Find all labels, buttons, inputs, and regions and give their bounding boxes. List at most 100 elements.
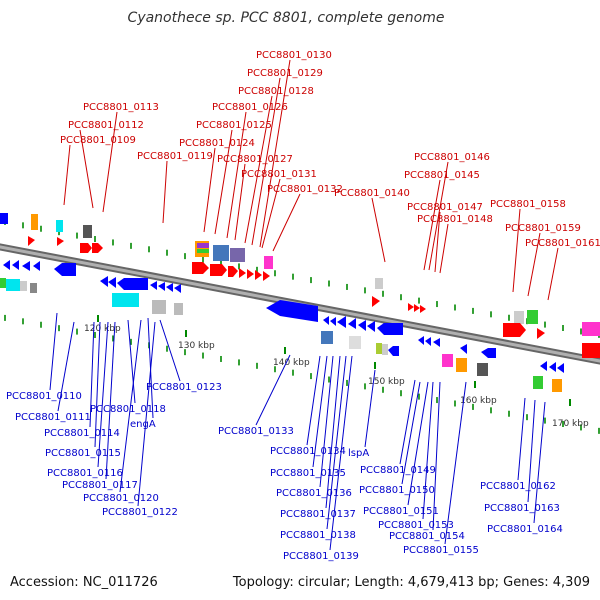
gene-label-top[interactable]: PCC8801_0130 xyxy=(256,50,332,61)
gene-label-bottom[interactable]: PCC8801_0110 xyxy=(6,391,82,402)
gene-forward[interactable] xyxy=(372,296,380,307)
gene-misc[interactable] xyxy=(442,354,453,367)
gene-reverse[interactable] xyxy=(3,260,10,270)
gene-reverse[interactable] xyxy=(54,263,76,276)
gene-misc[interactable] xyxy=(477,363,488,376)
gene-label-top[interactable]: PCC8801_0125 xyxy=(196,120,272,131)
gene-misc[interactable] xyxy=(31,214,38,230)
gene-label-bottom[interactable]: PCC8801_0118 xyxy=(90,404,166,415)
gene-forward[interactable] xyxy=(210,264,227,276)
gene-label-top[interactable]: PCC8801_0124 xyxy=(179,138,255,149)
gene-label-bottom[interactable]: PCC8801_0117 xyxy=(62,480,138,491)
gene-label-bottom[interactable]: PCC8801_0111 xyxy=(15,412,91,423)
gene-misc[interactable] xyxy=(197,243,209,248)
gene-reverse[interactable] xyxy=(540,361,547,371)
gene-reverse[interactable] xyxy=(117,278,148,290)
gene-label-top[interactable]: PCC8801_0161 xyxy=(525,238,600,249)
gene-label-bottom[interactable]: PCC8801_0122 xyxy=(102,507,178,518)
gene-label-bottom[interactable]: PCC8801_0153 xyxy=(378,520,454,531)
gene-label-bottom[interactable]: PCC8801_0115 xyxy=(45,448,121,459)
gene-reverse[interactable] xyxy=(348,318,356,329)
gene-misc[interactable] xyxy=(533,376,543,389)
gene-misc[interactable] xyxy=(112,293,139,307)
gene-reverse[interactable] xyxy=(425,337,431,346)
gene-label-bottom[interactable]: PCC8801_0133 xyxy=(218,426,294,437)
gene-misc[interactable] xyxy=(30,283,37,293)
gene-label-bottom[interactable]: PCC8801_0137 xyxy=(280,509,356,520)
gene-misc[interactable] xyxy=(174,303,183,315)
gene-label-bottom[interactable]: PCC8801_0151 xyxy=(363,506,439,517)
gene-reverse[interactable] xyxy=(108,277,116,288)
gene-label-bottom[interactable]: PCC8801_0138 xyxy=(280,530,356,541)
gene-reverse[interactable] xyxy=(0,213,8,224)
gene-reverse[interactable] xyxy=(150,281,157,290)
gene-misc[interactable] xyxy=(376,343,382,354)
gene-reverse[interactable] xyxy=(337,316,346,328)
gene-label-top[interactable]: PCC8801_0147 xyxy=(407,202,483,213)
gene-label-bottom[interactable]: PCC8801_0155 xyxy=(403,545,479,556)
gene-label-top[interactable]: PCC8801_0131 xyxy=(241,169,317,180)
gene-misc[interactable] xyxy=(382,344,388,355)
gene-label-bottom[interactable]: PCC8801_0136 xyxy=(276,488,352,499)
gene-label-top[interactable]: PCC8801_0132 xyxy=(267,184,343,195)
gene-label-bottom[interactable]: PCC8801_0163 xyxy=(484,503,560,514)
gene-forward[interactable] xyxy=(80,243,92,253)
gene-label-top[interactable]: PCC8801_0146 xyxy=(414,152,490,163)
gene-label-bottom[interactable]: PCC8801_0162 xyxy=(480,481,556,492)
gene-forward[interactable] xyxy=(239,268,246,278)
gene-label-top[interactable]: PCC8801_0112 xyxy=(68,120,144,131)
gene-forward[interactable] xyxy=(263,271,270,281)
gene-label-bottom[interactable]: PCC8801_0116 xyxy=(47,468,123,479)
gene-label-top[interactable]: PCC8801_0128 xyxy=(238,86,314,97)
gene-label-top[interactable]: PCC8801_0158 xyxy=(490,199,566,210)
gene-label-top[interactable]: PCC8801_0113 xyxy=(83,102,159,113)
gene-misc[interactable] xyxy=(197,249,209,253)
gene-forward[interactable] xyxy=(582,343,600,358)
gene-misc[interactable] xyxy=(83,225,92,238)
gene-label-top[interactable]: PCC8801_0109 xyxy=(60,135,136,146)
gene-misc[interactable] xyxy=(264,256,273,269)
gene-reverse[interactable] xyxy=(433,338,440,347)
gene-label-top[interactable]: PCC8801_0159 xyxy=(505,223,581,234)
gene-label-top[interactable]: PCC8801_0148 xyxy=(417,214,493,225)
gene-misc[interactable] xyxy=(152,300,166,314)
gene-reverse[interactable] xyxy=(266,300,318,322)
gene-reverse[interactable] xyxy=(358,320,366,331)
gene-label-bottom[interactable]: engA xyxy=(130,419,156,430)
gene-forward[interactable] xyxy=(414,304,420,312)
gene-forward[interactable] xyxy=(247,269,254,279)
gene-forward[interactable] xyxy=(57,237,64,246)
gene-reverse[interactable] xyxy=(481,348,496,358)
gene-forward[interactable] xyxy=(503,323,526,337)
gene-misc[interactable] xyxy=(230,248,245,262)
gene-label-bottom[interactable]: PCC8801_0114 xyxy=(44,428,120,439)
gene-forward[interactable] xyxy=(420,305,426,313)
gene-forward[interactable] xyxy=(537,328,545,339)
gene-reverse[interactable] xyxy=(388,346,399,356)
gene-reverse[interactable] xyxy=(418,336,424,345)
gene-label-top[interactable]: PCC8801_0140 xyxy=(334,188,410,199)
gene-forward[interactable] xyxy=(408,303,414,311)
gene-misc[interactable] xyxy=(375,278,383,289)
gene-label-bottom[interactable]: PCC8801_0134 xyxy=(270,446,346,457)
gene-misc[interactable] xyxy=(349,336,361,349)
gene-label-bottom[interactable]: PCC8801_0154 xyxy=(389,531,465,542)
gene-reverse[interactable] xyxy=(330,317,336,326)
gene-label-top[interactable]: PCC8801_0145 xyxy=(404,170,480,181)
gene-reverse[interactable] xyxy=(166,283,173,292)
gene-forward[interactable] xyxy=(255,270,262,280)
gene-label-bottom[interactable]: PCC8801_0150 xyxy=(359,485,435,496)
gene-label-top[interactable]: PCC8801_0129 xyxy=(247,68,323,79)
gene-reverse[interactable] xyxy=(22,261,30,271)
gene-forward[interactable] xyxy=(192,262,209,274)
gene-misc[interactable] xyxy=(514,311,524,324)
gene-forward[interactable] xyxy=(228,266,238,277)
gene-reverse[interactable] xyxy=(158,282,165,291)
gene-reverse[interactable] xyxy=(460,344,467,354)
gene-label-top[interactable]: PCC8801_0126 xyxy=(212,102,288,113)
gene-reverse[interactable] xyxy=(549,362,556,372)
gene-reverse[interactable] xyxy=(12,260,19,270)
gene-reverse[interactable] xyxy=(174,284,181,293)
gene-reverse[interactable] xyxy=(557,363,564,373)
gene-label-top[interactable]: PCC8801_0119 xyxy=(137,151,213,162)
